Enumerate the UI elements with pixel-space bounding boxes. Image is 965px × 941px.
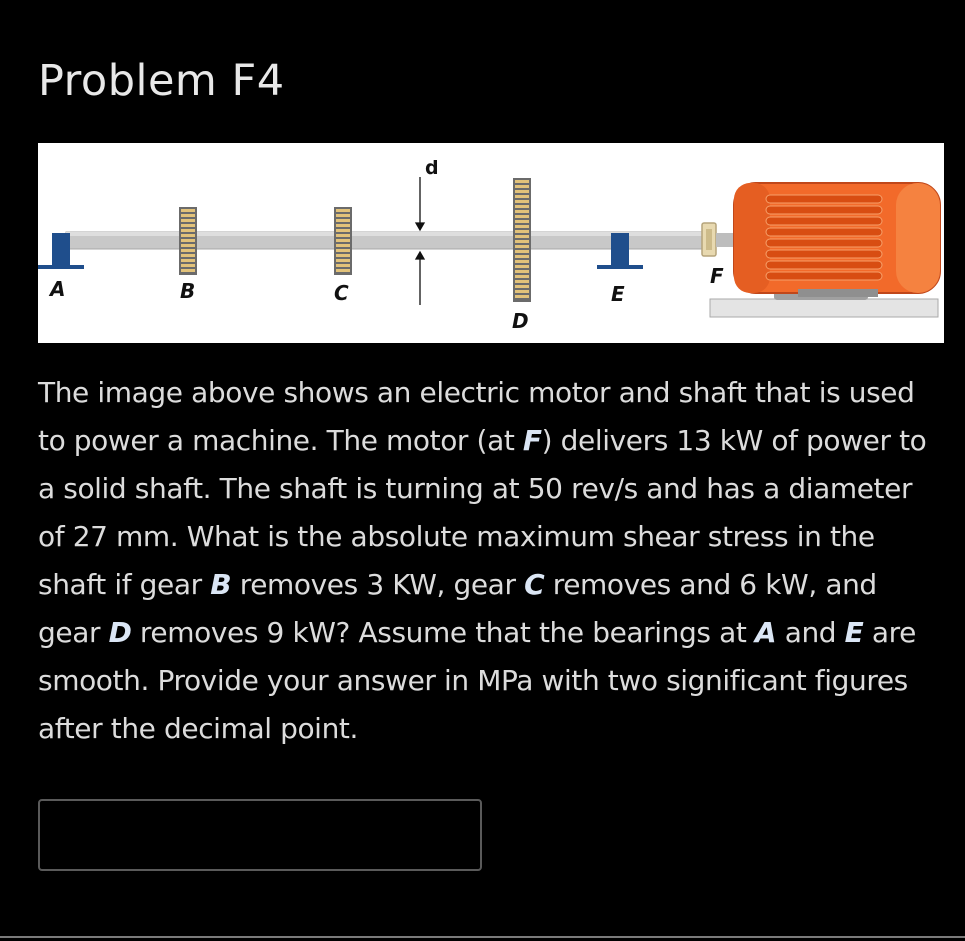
gear-tooth bbox=[181, 214, 195, 217]
gear-tooth bbox=[515, 275, 529, 278]
motor-fin bbox=[765, 216, 883, 226]
gear-tooth bbox=[515, 180, 529, 183]
gear-tooth bbox=[181, 254, 195, 257]
gear-tooth bbox=[336, 264, 350, 267]
gear-tooth bbox=[515, 225, 529, 228]
gear-tooth bbox=[515, 185, 529, 188]
gear-tooth bbox=[336, 219, 350, 222]
problem-ref-a: A bbox=[754, 616, 777, 649]
label-c: C bbox=[334, 281, 349, 305]
gear-tooth bbox=[336, 209, 350, 212]
gear-b bbox=[179, 207, 197, 275]
gear-tooth bbox=[181, 234, 195, 237]
motor-fin bbox=[765, 205, 883, 215]
gear-tooth bbox=[336, 244, 350, 247]
gear-tooth bbox=[515, 195, 529, 198]
gear-tooth bbox=[515, 235, 529, 238]
problem-ref-e: E bbox=[844, 616, 864, 649]
gear-tooth bbox=[181, 269, 195, 272]
gear-tooth bbox=[515, 240, 529, 243]
gear-tooth bbox=[181, 209, 195, 212]
gear-tooth bbox=[515, 270, 529, 273]
gear-tooth bbox=[336, 214, 350, 217]
gear-c bbox=[334, 207, 352, 275]
problem-text-4: removes and 6 kW, and gear bbox=[38, 568, 877, 649]
electric-motor bbox=[733, 182, 941, 297]
problem-ref-d: D bbox=[108, 616, 132, 649]
label-e: E bbox=[611, 282, 625, 306]
motor-fin bbox=[765, 238, 883, 248]
gear-tooth bbox=[515, 285, 529, 288]
gear-tooth bbox=[515, 255, 529, 258]
label-a: A bbox=[48, 277, 65, 301]
gear-tooth bbox=[336, 239, 350, 242]
motor-fin bbox=[765, 271, 883, 281]
problem-text-3: removes 3 KW, gear bbox=[231, 568, 525, 601]
motor-fin bbox=[765, 260, 883, 270]
bottom-divider bbox=[0, 936, 965, 938]
motor-fin bbox=[765, 194, 883, 204]
label-f: F bbox=[710, 264, 724, 288]
diameter-dimension bbox=[414, 177, 426, 305]
gear-tooth bbox=[515, 220, 529, 223]
gear-tooth bbox=[336, 269, 350, 272]
gear-tooth bbox=[515, 265, 529, 268]
page-title: Problem F4 bbox=[38, 56, 285, 106]
label-diameter: d bbox=[425, 157, 439, 179]
bearing-e bbox=[597, 233, 643, 269]
gear-tooth bbox=[336, 254, 350, 257]
problem-text-7: are smooth. Provide your answer in MPa w… bbox=[38, 616, 916, 745]
gear-d bbox=[513, 178, 531, 302]
gear-tooth bbox=[515, 245, 529, 248]
gear-tooth bbox=[181, 229, 195, 232]
problem-statement: The image above shows an electric motor … bbox=[38, 369, 943, 753]
gear-tooth bbox=[515, 210, 529, 213]
problem-text-2: ) delivers 13 kW of power to a solid sha… bbox=[38, 424, 927, 601]
gear-tooth bbox=[181, 244, 195, 247]
gear-tooth bbox=[336, 234, 350, 237]
motor-fin bbox=[765, 227, 883, 237]
gear-tooth bbox=[336, 249, 350, 252]
gear-tooth bbox=[181, 259, 195, 262]
motor-fin bbox=[765, 249, 883, 259]
problem-ref-c: C bbox=[524, 568, 545, 601]
gear-tooth bbox=[515, 205, 529, 208]
answer-input[interactable] bbox=[38, 799, 482, 871]
gear-tooth bbox=[181, 264, 195, 267]
gear-tooth bbox=[515, 190, 529, 193]
problem-text-1: The image above shows an electric motor … bbox=[38, 376, 915, 457]
label-b: B bbox=[180, 279, 195, 303]
gear-tooth bbox=[181, 224, 195, 227]
gear-tooth bbox=[181, 239, 195, 242]
problem-text-6: and bbox=[776, 616, 845, 649]
gear-tooth bbox=[515, 290, 529, 293]
gear-tooth bbox=[336, 224, 350, 227]
gear-tooth bbox=[515, 230, 529, 233]
gear-tooth bbox=[515, 250, 529, 253]
gear-tooth bbox=[181, 249, 195, 252]
gear-tooth bbox=[515, 295, 529, 298]
gear-tooth bbox=[515, 215, 529, 218]
gear-tooth bbox=[336, 259, 350, 262]
gear-tooth bbox=[181, 219, 195, 222]
problem-text-5: removes 9 kW? Assume that the bearings a… bbox=[131, 616, 755, 649]
problem-ref-f: F bbox=[522, 424, 542, 457]
bearing-a bbox=[38, 233, 84, 269]
gear-tooth bbox=[515, 200, 529, 203]
gear-tooth bbox=[515, 260, 529, 263]
shaft-motor-diagram: A B C d D E F bbox=[38, 143, 944, 343]
gear-tooth bbox=[336, 229, 350, 232]
coupling-f bbox=[701, 222, 734, 257]
label-d: D bbox=[512, 309, 529, 333]
gear-tooth bbox=[515, 280, 529, 283]
problem-ref-b: B bbox=[210, 568, 232, 601]
